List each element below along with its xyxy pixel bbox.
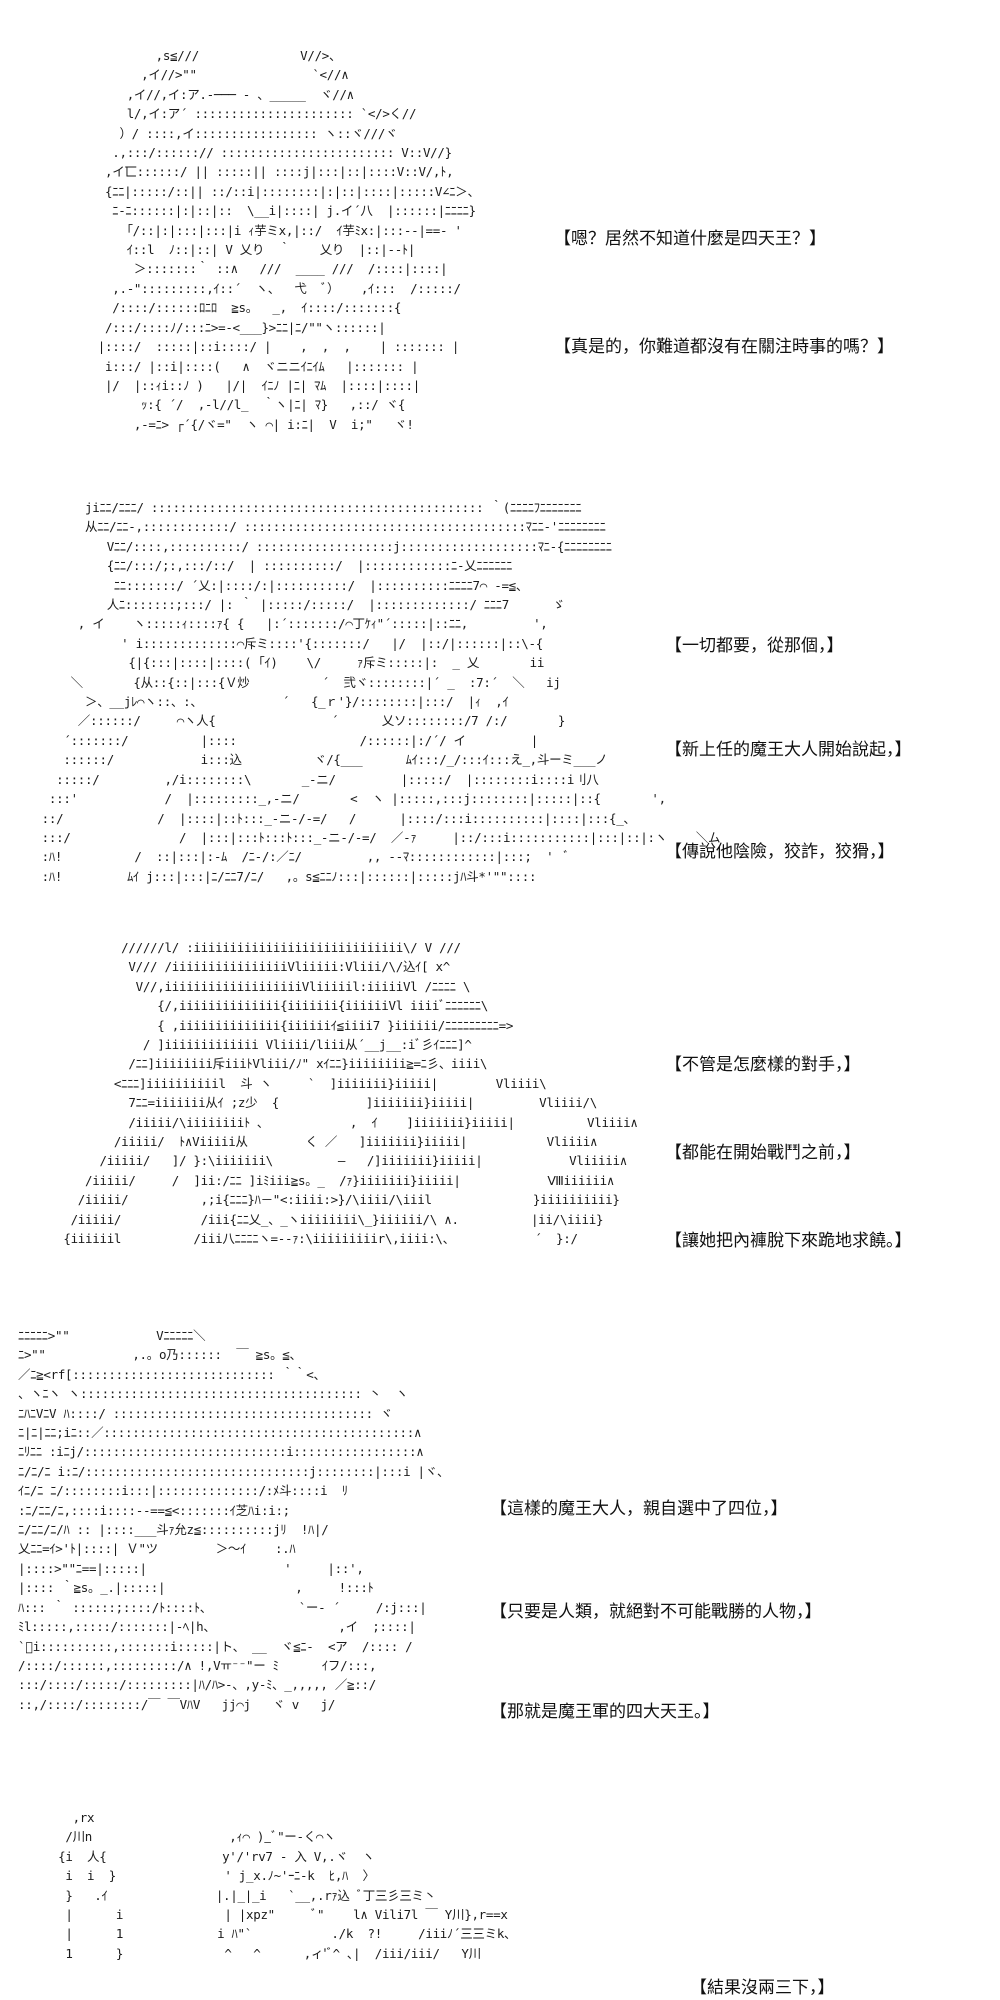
ascii-art-demon-lord-scene: jiﾆﾆ/ﾆﾆﾆ/ ::::::::::::::::::::::::::::::… (20, 500, 721, 884)
ascii-art-battle-scene: ,rx /川n ,ｨ⌒ )_ﾞ"ー‐く⌒ヽ {i 人{ y'/'rv7 ‐ 入 … (22, 1810, 517, 1961)
dialogue-line: 【都能在開始戰鬥之前，】 (665, 1143, 861, 1163)
comic-panel-5: ,rx /川n ,ｨ⌒ )_ﾞ"ー‐く⌒ヽ {i 人{ y'/'rv7 ‐ 入 … (0, 1770, 1000, 2000)
ascii-art-demon-lord-portrait: ,s≦/// V//>、 ,イ//>"" `<//∧ ,イ//,イ:ア.-───… (40, 48, 480, 432)
dialogue-line: 【這樣的魔王大人，親自選中了四位，】 (490, 1499, 788, 1519)
dialogue-line: 【傳說他陰險，狡詐，狡猾，】 (665, 842, 895, 862)
dialogue-line: 【不管是怎麼樣的對手，】 (665, 1055, 861, 1075)
dialogue-line: 【新上任的魔王大人開始說起，】 (665, 740, 912, 760)
ascii-art-kneeling-figure: //////l/ :iiiiiiiiiiiiiiiiiiiiiiiiiiiii\… (20, 940, 638, 1247)
dialogue-line: 【一切都要，從那個，】 (665, 636, 844, 656)
dialogue-line: 【讓她把內褲脫下來跪地求饒。】 (665, 1231, 912, 1251)
comic-panel-2: jiﾆﾆ/ﾆﾆﾆ/ ::::::::::::::::::::::::::::::… (0, 470, 1000, 930)
dialogue-line: 【嗯？居然不知道什麼是四天王？】 (554, 229, 826, 249)
dialogue-line: 【真是的，你難道都沒有在關注時事的嗎？】 (554, 337, 894, 357)
comic-panel-1: ,s≦/// V//>、 ,イ//>"" `<//∧ ,イ//,イ:ア.-───… (0, 0, 1000, 470)
dialogue-line: 【那就是魔王軍的四大天王。】 (490, 1702, 720, 1722)
dialogue-line: 【結果沒兩三下，】 (690, 1978, 835, 1998)
comic-panel-4: ﾆﾆﾆﾆﾆ>"" Vﾆﾆﾆﾆﾆ＼ ﾆ>"" ,.。o乃:::::: ￣ ≧s。≦… (0, 1300, 1000, 1770)
ascii-art-four-heavenly-kings: ﾆﾆﾆﾆﾆ>"" Vﾆﾆﾆﾆﾆ＼ ﾆ>"" ,.。o乃:::::: ￣ ≧s。≦… (18, 1328, 450, 1712)
comic-panel-3: //////l/ :iiiiiiiiiiiiiiiiiiiiiiiiiiiii\… (0, 930, 1000, 1300)
dialogue-line: 【只要是人類，就絕對不可能戰勝的人物，】 (490, 1602, 822, 1622)
